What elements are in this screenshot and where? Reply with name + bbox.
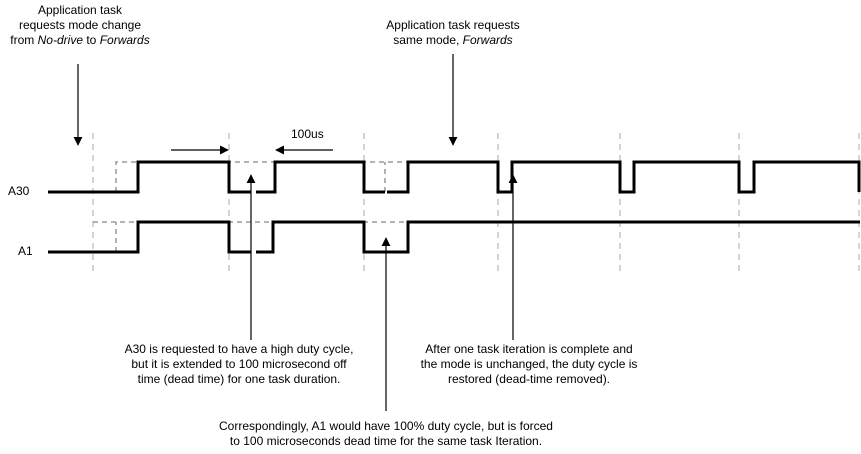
dead-time-label: 100us: [291, 127, 324, 141]
a30-note-line1: A30 is requested to have a high duty cyc…: [124, 342, 354, 356]
a30-note-line3: time (dead time) for one task duration.: [137, 372, 341, 386]
a1-note-line2: to 100 microseconds dead time for the sa…: [229, 434, 543, 448]
callout-arrows: [73, 54, 518, 411]
mode-change-note: Application task requests mode change fr…: [0, 3, 160, 48]
line2-pre: same mode,: [393, 33, 463, 47]
a30-note-line2: but it is extended to 100 microsecond of…: [131, 357, 347, 371]
signal-label-a1: A1: [18, 244, 33, 258]
mode-change-note-line3: from No-drive to Forwards: [0, 33, 160, 48]
a1-note-line1: Correspondingly, A1 would have 100% duty…: [219, 419, 553, 433]
signal-label-a30: A30: [8, 184, 30, 198]
forwards-mode: Forwards: [99, 33, 150, 47]
a30-dead-time-note: A30 is requested to have a high duty cyc…: [106, 342, 372, 387]
same-mode-note-line1: Application task requests: [386, 18, 520, 32]
line3-mid: to: [83, 33, 100, 47]
task-boundary-lines: [92, 133, 860, 272]
restored-note-line1: After one task iteration is complete and: [425, 342, 633, 356]
a1-requested-waveform: [93, 221, 860, 252]
same-mode-note-line2: same mode, Forwards: [363, 33, 543, 48]
line3-pre: from: [10, 33, 38, 47]
actual-waveforms: [48, 160, 861, 254]
mode-change-note-line1: Application task: [37, 3, 123, 17]
restored-note-line3: restored (dead-time removed).: [447, 372, 611, 386]
a1-dead-time-note: Correspondingly, A1 would have 100% duty…: [196, 419, 576, 449]
forwards-mode: Forwards: [462, 33, 513, 47]
a1-waveform: [48, 220, 860, 254]
requested-waveforms: [93, 161, 860, 252]
no-drive-mode: No-drive: [37, 33, 83, 47]
mode-change-note-line2: requests mode change: [18, 18, 142, 32]
a30-waveform: [48, 160, 861, 194]
same-mode-note: Application task requests same mode, For…: [363, 18, 543, 48]
restored-note-line2: the mode is unchanged, the duty cycle is: [420, 357, 638, 371]
restored-note: After one task iteration is complete and…: [409, 342, 649, 387]
